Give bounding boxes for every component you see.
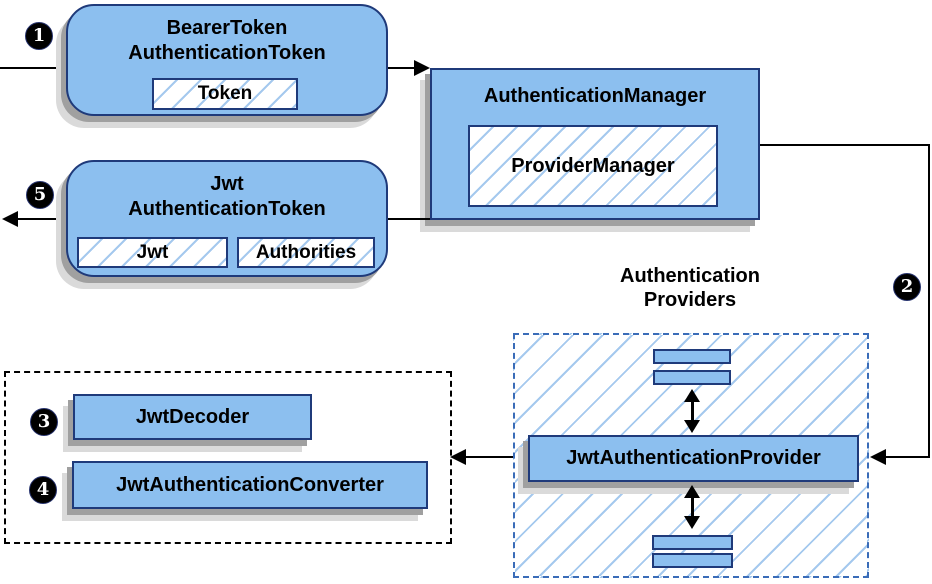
connector-provider-to-helpers: [466, 456, 513, 458]
step-2-badge: 2: [893, 273, 921, 301]
connector-response-out: [16, 218, 66, 220]
connector-bearer-to-manager: [388, 67, 416, 69]
connector-step2-horizontal-top: [760, 144, 928, 146]
connector-step2-vertical: [928, 144, 930, 458]
jwt-authentication-token-node: Jwt AuthenticationToken Jwt Authorities: [66, 160, 388, 277]
authentication-providers-label-line1: Authentication: [620, 265, 760, 287]
step-3-badge: 3: [30, 408, 58, 436]
jwt-chip: Jwt: [77, 237, 228, 268]
provider-placeholder-bar: [653, 370, 731, 385]
authentication-manager-title: AuthenticationManager: [483, 85, 707, 107]
jwt-authentication-converter-node: JwtAuthenticationConverter: [72, 461, 428, 509]
arrow-right-icon: [414, 60, 430, 76]
jwt-decoder-node: JwtDecoder: [73, 394, 312, 440]
step-5-badge: 5: [26, 181, 54, 209]
double-arrow-icon: [684, 389, 700, 433]
provider-placeholder-bar: [652, 535, 733, 550]
authentication-manager-node: AuthenticationManager ProviderManager: [430, 68, 760, 220]
authentication-providers-group: JwtAuthenticationProvider: [513, 333, 869, 578]
jwt-token-title-line2: AuthenticationToken: [128, 198, 326, 220]
connector-step2-horizontal-bottom: [886, 456, 930, 458]
double-arrow-icon: [684, 485, 700, 529]
bearer-token-title-line1: BearerToken: [166, 17, 288, 39]
arrow-left-icon: [870, 449, 886, 465]
authorities-chip: Authorities: [237, 237, 375, 268]
step-1-badge: 1: [25, 22, 53, 50]
token-chip: Token: [152, 78, 298, 110]
provider-placeholder-bar: [652, 553, 733, 568]
jwt-authentication-provider-node: JwtAuthenticationProvider: [528, 435, 859, 482]
jwt-helpers-group: [4, 371, 452, 544]
step-4-badge: 4: [29, 476, 57, 504]
provider-placeholder-bar: [653, 349, 731, 364]
connector-request-in: [0, 67, 66, 69]
authentication-providers-label-line2: Providers: [643, 289, 737, 311]
arrow-left-icon: [2, 211, 18, 227]
provider-manager-chip: ProviderManager: [468, 125, 718, 207]
connector-manager-to-jwt-token: [388, 218, 430, 220]
jwt-token-title-line1: Jwt: [210, 173, 244, 195]
arrow-left-icon: [450, 449, 466, 465]
authentication-providers-label: Authentication Providers: [590, 264, 790, 312]
bearer-token-authentication-token-node: BearerToken AuthenticationToken Token: [66, 4, 388, 116]
bearer-token-title-line2: AuthenticationToken: [128, 42, 326, 64]
